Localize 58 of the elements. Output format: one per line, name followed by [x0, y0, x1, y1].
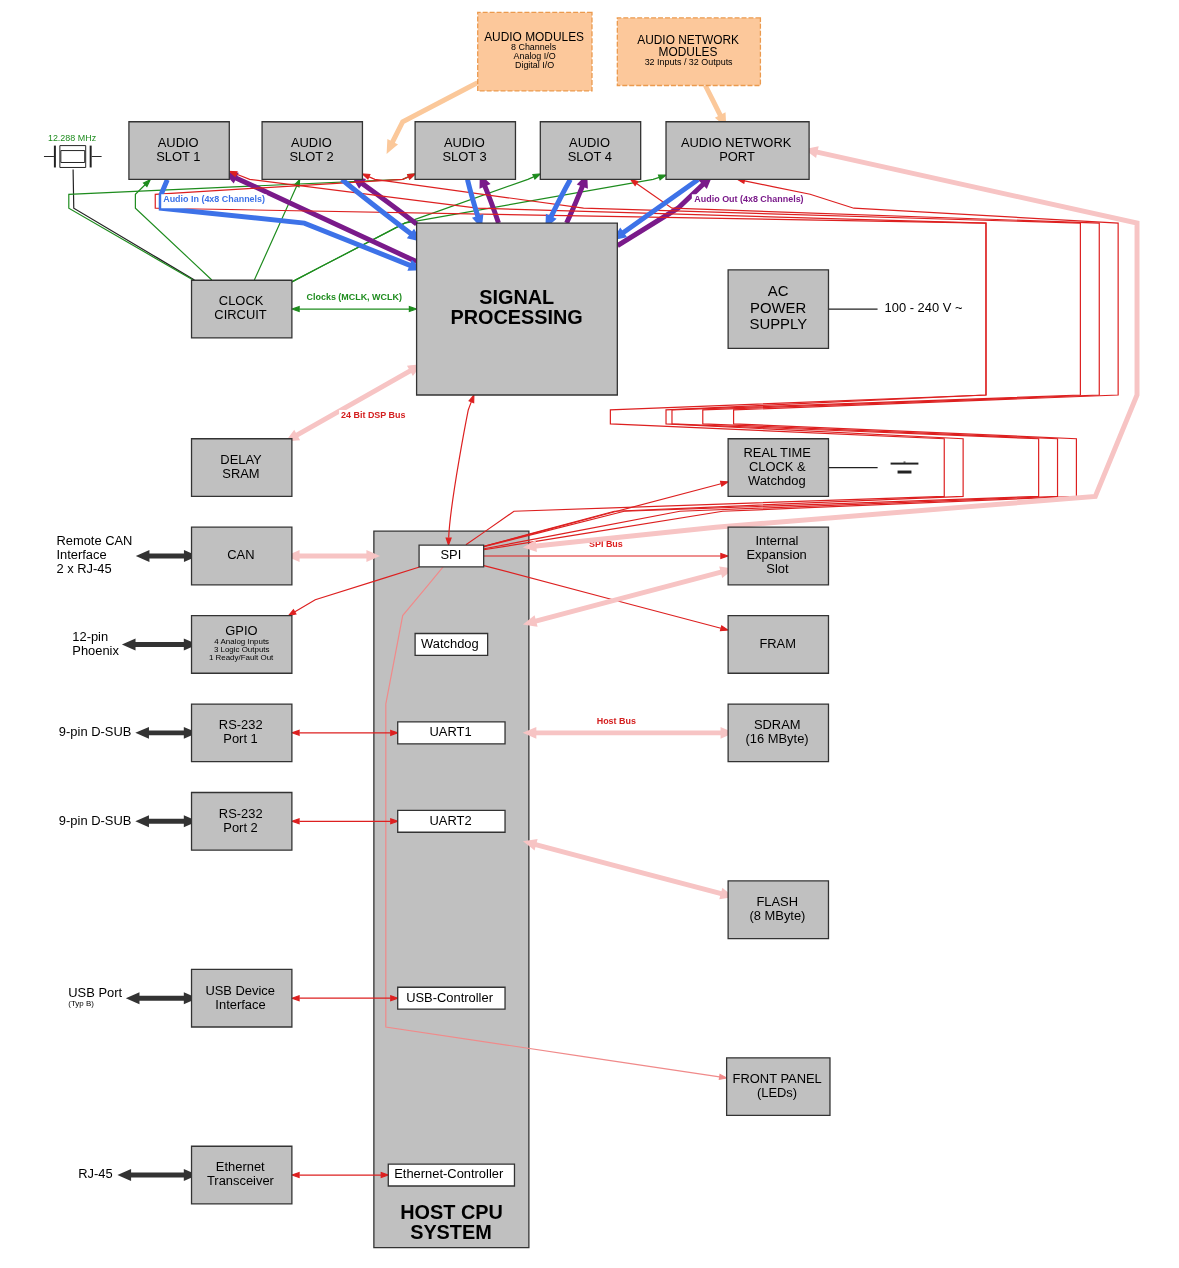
node-box: REAL TIME CLOCK & Watchdog: [727, 438, 830, 497]
node-text: USB Port (Typ B): [68, 985, 123, 1009]
node-box: USB-Controller: [397, 986, 506, 1010]
node-box: AUDIO NETWORK PORT: [665, 121, 810, 181]
arrow: [483, 552, 730, 560]
arrow: [290, 729, 400, 737]
arrow: [483, 565, 730, 632]
node-text: 9-pin D-SUB: [58, 724, 132, 740]
edge-label: Audio Out (4x8 Channels): [694, 194, 804, 205]
node-text: 9-pin D-SUB: [58, 812, 132, 828]
arrow: [445, 393, 475, 547]
edge-label: Audio In (4x8 Channels): [163, 194, 266, 205]
node-text: 12-pin Phoenix: [72, 628, 119, 658]
node-box: DELAY SRAM: [190, 438, 293, 497]
node-box: RS-232 Port 2: [190, 791, 293, 851]
node-box: FRAM: [727, 614, 830, 674]
node-box: UART2: [397, 809, 506, 833]
arrow: [616, 175, 713, 248]
node-text: Remote CAN Interface 2 x RJ-45: [56, 533, 133, 577]
node-box: SDRAM (16 MByte): [727, 703, 830, 763]
node-box: CAN: [190, 526, 293, 586]
node-box: AUDIO SLOT 3: [414, 121, 517, 181]
node-box: Ethernet-Controller: [387, 1163, 516, 1187]
node-box: AC POWER SUPPLY: [727, 269, 830, 349]
node-box: SPI: [418, 544, 485, 568]
node-box: Ethernet Transceiver: [190, 1145, 293, 1205]
arrow: [290, 305, 419, 313]
node-box: AUDIO MODULES 8 Channels Analog I/O Digital I/O: [477, 11, 593, 92]
node-box: AUDIO SLOT 1: [128, 121, 230, 181]
arrow: [360, 173, 1081, 548]
arrow: [290, 994, 400, 1002]
node-box: CLOCK CIRCUIT: [190, 279, 293, 339]
node-box: AUDIO SLOT 2: [261, 121, 364, 181]
arrow: [134, 178, 213, 281]
arrow: [385, 566, 729, 1081]
arrow: [290, 1171, 390, 1179]
node-text: 100 - 240 V ~: [884, 300, 963, 316]
node-label: 12.288 MHz: [47, 132, 97, 143]
node-box: AUDIO SLOT 4: [539, 121, 642, 181]
edge-label: Clocks (MCLK, WCLK): [306, 292, 402, 303]
node-box: FLASH (8 MByte): [727, 880, 830, 940]
connector: [828, 466, 879, 469]
node-box: GPIO 4 Analog Inputs 3 Logic Outputs 1 Ready/Fault Out: [190, 614, 293, 674]
node-box: SIGNAL PROCESSING: [415, 222, 618, 396]
node-box: Watchdog: [414, 632, 489, 656]
edge-label: Host Bus: [596, 716, 636, 727]
arrow: [386, 80, 479, 154]
node-box: FRONT PANEL (LEDs): [726, 1057, 831, 1117]
node-box: UART1: [397, 721, 506, 745]
node-box: RS-232 Port 1: [190, 703, 293, 763]
edge-label: 24 Bit DSP Bus: [341, 410, 406, 421]
node-text: RJ-45: [78, 1166, 113, 1182]
arrow: [290, 818, 400, 825]
arrow: [287, 566, 421, 617]
node-box: USB Device Interface: [190, 968, 293, 1028]
connector: [827, 308, 879, 310]
node-box: Internal Expansion Slot: [727, 526, 830, 586]
node-box: AUDIO NETWORK MODULES 32 Inputs / 32 Outputs: [616, 17, 762, 87]
